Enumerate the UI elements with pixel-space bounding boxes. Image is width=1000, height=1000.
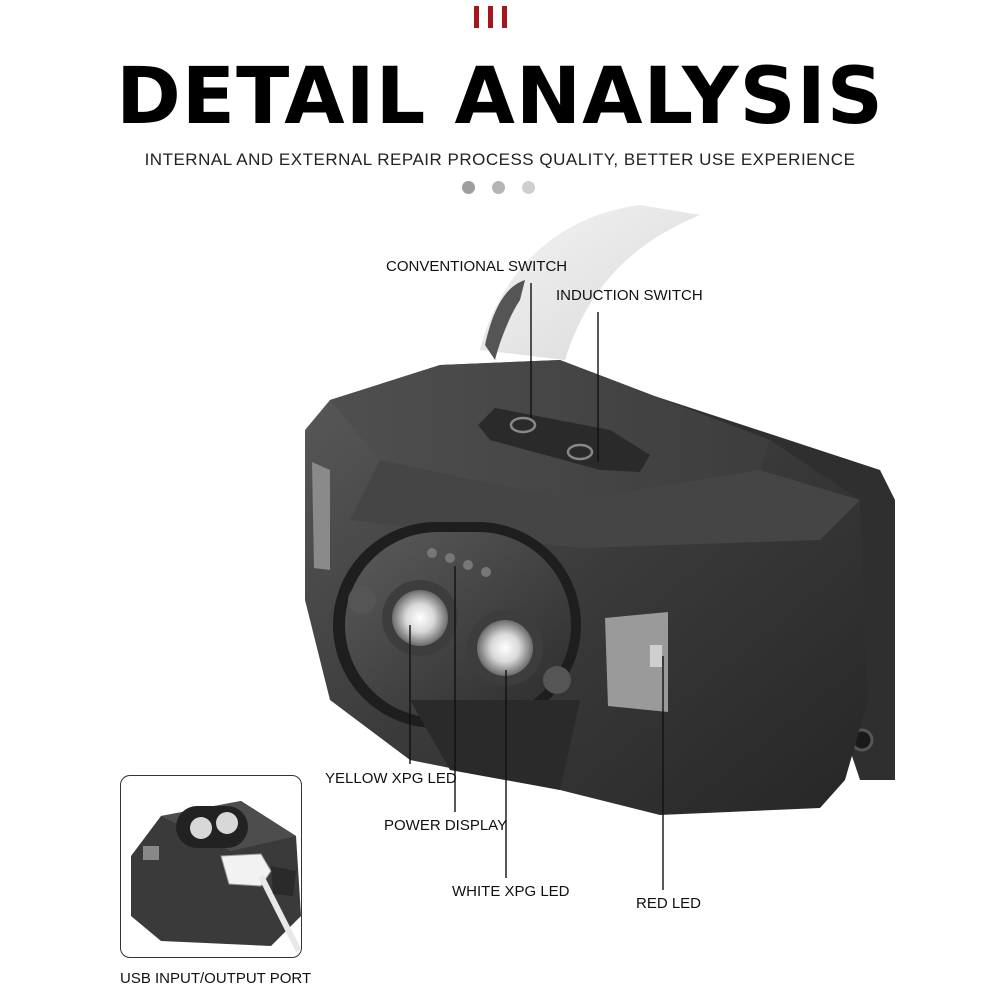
usb-cable-plug	[220, 853, 272, 887]
yellow-xpg-led	[392, 590, 448, 646]
page-subtitle: INTERNAL AND EXTERNAL REPAIR PROCESS QUA…	[144, 150, 856, 169]
carousel-dots	[462, 181, 535, 194]
callout-yellow-xpg-led: YELLOW XPG LED	[325, 770, 457, 787]
usb-port-inset	[120, 775, 302, 958]
front-lens	[345, 532, 571, 718]
usb-cable	[258, 874, 301, 953]
inset-led-1	[190, 817, 212, 839]
dot-2	[492, 181, 505, 194]
white-xpg-led	[477, 620, 533, 676]
red-led-window	[605, 612, 668, 712]
inset-side-light	[143, 846, 159, 860]
strap-clip	[485, 280, 525, 360]
inset-rear-mount	[271, 866, 296, 896]
lens-sensor-right	[543, 666, 571, 694]
power-indicator-1	[427, 548, 437, 558]
callout-red-led: RED LED	[636, 895, 702, 912]
red-led	[650, 645, 662, 667]
callout-usb-port: USB INPUT/OUTPUT PORT	[120, 970, 312, 987]
callout-conventional-switch: CONVENTIONAL SWITCH	[386, 258, 568, 275]
page-title: DETAIL ANALYSIS	[116, 52, 884, 142]
headband-strap	[480, 205, 700, 360]
callout-induction-switch: INDUCTION SWITCH	[556, 287, 703, 304]
usb-port-illustration	[131, 801, 301, 953]
power-indicator-4	[481, 567, 491, 577]
power-indicator-3	[463, 560, 473, 570]
red-bar	[488, 6, 493, 28]
bottom-chin	[410, 700, 580, 790]
red-bar	[502, 6, 507, 28]
decorative-red-bars	[474, 6, 507, 28]
conventional-switch-icon	[509, 416, 537, 434]
inset-led-2	[216, 812, 238, 834]
induction-switch-icon	[566, 443, 594, 461]
red-bar	[474, 6, 479, 28]
lens-sensor-left	[348, 586, 376, 614]
callout-white-xpg-led: WHITE XPG LED	[452, 883, 570, 900]
power-indicator-2	[445, 553, 455, 563]
side-light-left	[312, 462, 330, 570]
callout-power-display: POWER DISPLAY	[384, 817, 508, 834]
switch-panel	[478, 408, 650, 472]
dot-1	[462, 181, 475, 194]
dot-3	[522, 181, 535, 194]
